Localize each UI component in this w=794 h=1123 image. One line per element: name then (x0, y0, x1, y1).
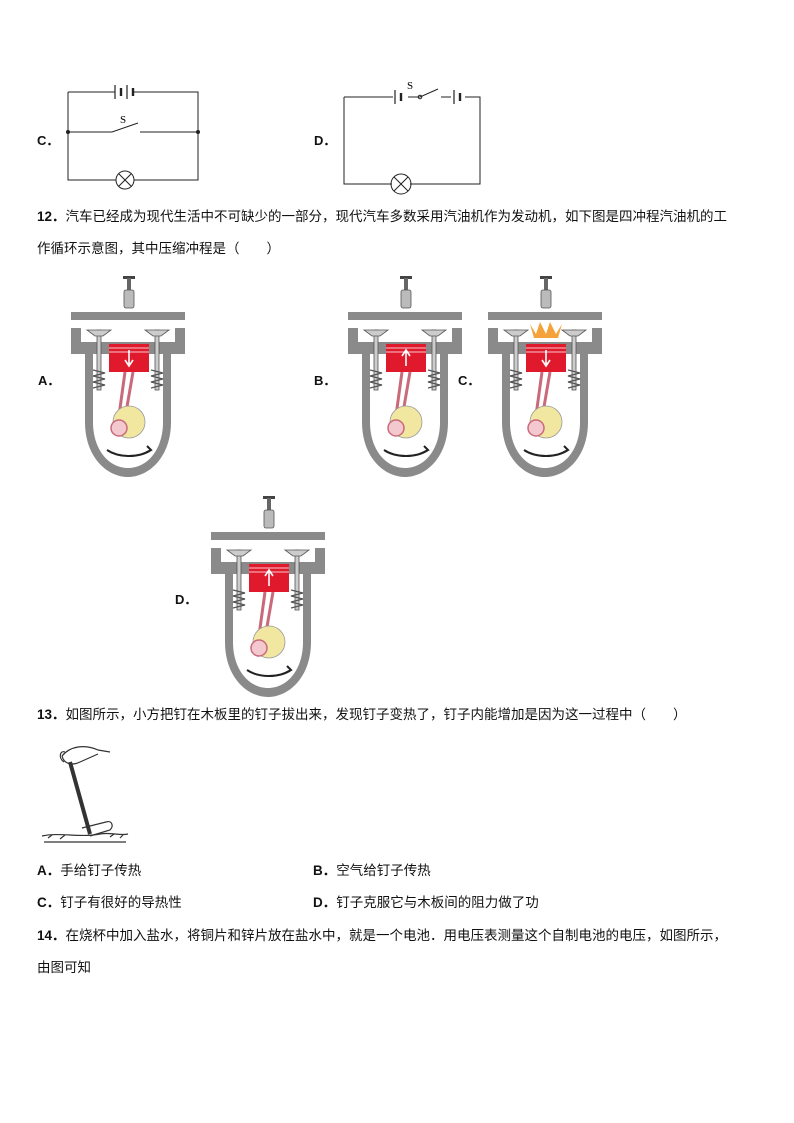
switch-label-d: S (407, 80, 413, 92)
question-text-line1: 汽车已经成为现代生活中不可缺少的一部分，现代汽车多数采用汽油机作为发动机，如下图… (65, 209, 728, 225)
question-text: 如图所示，小方把钉在木板里的钉子拔出来，发现钉子变热了，钉子内能增加是因为这一过… (65, 707, 687, 723)
spark-plug-cap (123, 276, 135, 279)
option-d[interactable]: D．钉子克服它与木板间的阻力做了功 (313, 893, 539, 913)
engine-diagram-a (71, 276, 185, 477)
option-c[interactable]: C．钉子有很好的导热性 (37, 893, 182, 913)
spark-plug (544, 278, 548, 298)
spark-plug-cap (400, 276, 412, 279)
question-text-line1: 在烧杯中加入盐水，将铜片和锌片放在盐水中，就是一个电池．用电压表测量这个自制电池… (65, 928, 728, 944)
question-number: 14． (37, 928, 66, 943)
engine-diagram-b (348, 276, 462, 477)
valves (502, 329, 588, 391)
spark-plug-cap (540, 276, 552, 279)
nail-pulling-illustration (41, 746, 129, 843)
option-c-label: C． (37, 133, 60, 148)
question-13: 13．如图所示，小方把钉在木板里的钉子拔出来，发现钉子变热了，钉子内能增加是因为… (37, 705, 767, 725)
option-b[interactable]: B．空气给钉子传热 (313, 861, 431, 881)
valve-springs (92, 369, 164, 389)
question-12: 12．汽车已经成为现代生活中不可缺少的一部分，现代汽车多数采用汽油机作为发动机，… (37, 207, 767, 227)
engine-diagram-c (488, 276, 602, 477)
engine-option-a-label: A． (38, 373, 61, 388)
valves (85, 329, 171, 391)
option-text: 钉子克服它与木板间的阻力做了功 (336, 895, 539, 911)
option-label: B． (313, 863, 337, 878)
valves (225, 549, 311, 611)
question-14-line2: 由图可知 (37, 960, 91, 976)
spark-plug-cap (263, 496, 275, 499)
question-12-line2: 作循环示意图，其中压缩冲程是（ ） (37, 241, 280, 257)
circuit-diagram-d: S (343, 80, 481, 195)
engine-diagram-d (211, 496, 325, 697)
circuit-diagram-c: S (66, 85, 200, 190)
option-label: C． (37, 895, 61, 910)
valve-springs (232, 589, 304, 609)
valve-springs (369, 369, 441, 389)
switch-label-c: S (120, 114, 126, 126)
option-label: D． (313, 895, 337, 910)
engine-option-b-label: B． (314, 373, 337, 388)
option-text: 空气给钉子传热 (336, 863, 431, 879)
option-label: A． (37, 863, 61, 878)
spark-plug (404, 278, 408, 298)
option-d-label: D． (314, 133, 337, 148)
question-number: 13． (37, 707, 66, 722)
option-a[interactable]: A．手给钉子传热 (37, 861, 141, 881)
option-text: 钉子有很好的导热性 (60, 895, 182, 911)
option-text: 手给钉子传热 (60, 863, 142, 879)
question-number: 12． (37, 209, 66, 224)
engine-option-c-label: C． (458, 373, 481, 388)
valve-springs (509, 369, 581, 389)
question-14: 14．在烧杯中加入盐水，将铜片和锌片放在盐水中，就是一个电池．用电压表测量这个自… (37, 926, 777, 946)
valves (362, 329, 448, 391)
spark-plug (267, 498, 271, 518)
engine-option-d-label: D． (175, 592, 198, 607)
spark-plug (127, 278, 131, 298)
